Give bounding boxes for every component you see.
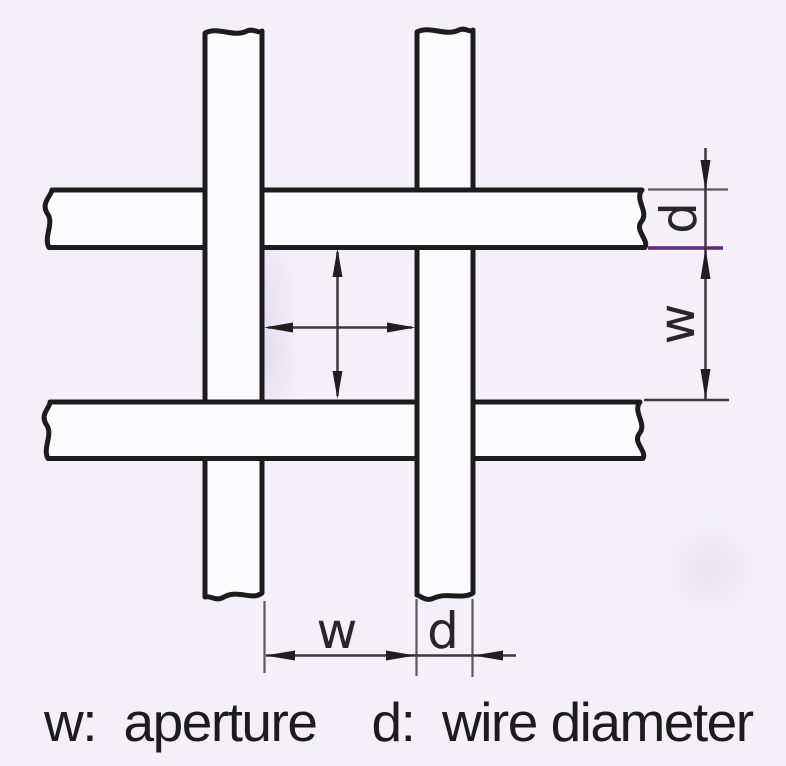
aperture-label-bottom: w: [317, 602, 358, 660]
arrow-up-icon: [700, 248, 711, 279]
arrow-right-icon: [386, 650, 416, 661]
arrow-left-icon: [473, 650, 503, 661]
vertical-wire-left: [202, 27, 265, 602]
arrow-down-icon: [700, 369, 711, 400]
aperture-vertical-double-arrow: [332, 248, 343, 399]
horizontal-wire-bottom: [41, 399, 647, 461]
arrow-right-icon: [387, 322, 416, 333]
right-dimension-group: d w: [644, 148, 729, 402]
legend-caption: w: aperture d: wire diameter: [44, 691, 754, 753]
vertical-wire-right: [414, 26, 476, 602]
aperture-label-right: w: [648, 304, 706, 345]
arrow-down-icon: [332, 371, 343, 399]
aperture-horizontal-double-arrow: [264, 322, 416, 333]
weave-overlap-patch: [414, 394, 476, 466]
arrow-up-icon: [332, 248, 343, 277]
bottom-dimension-group: w d: [263, 599, 516, 677]
horizontal-wire-top: [42, 187, 649, 250]
arrow-down-icon: [700, 160, 711, 191]
wire-diameter-label-right: d: [650, 202, 708, 234]
arrow-left-icon: [265, 650, 295, 661]
wire-diameter-label-bottom: d: [427, 602, 459, 660]
arrow-left-icon: [264, 322, 293, 333]
